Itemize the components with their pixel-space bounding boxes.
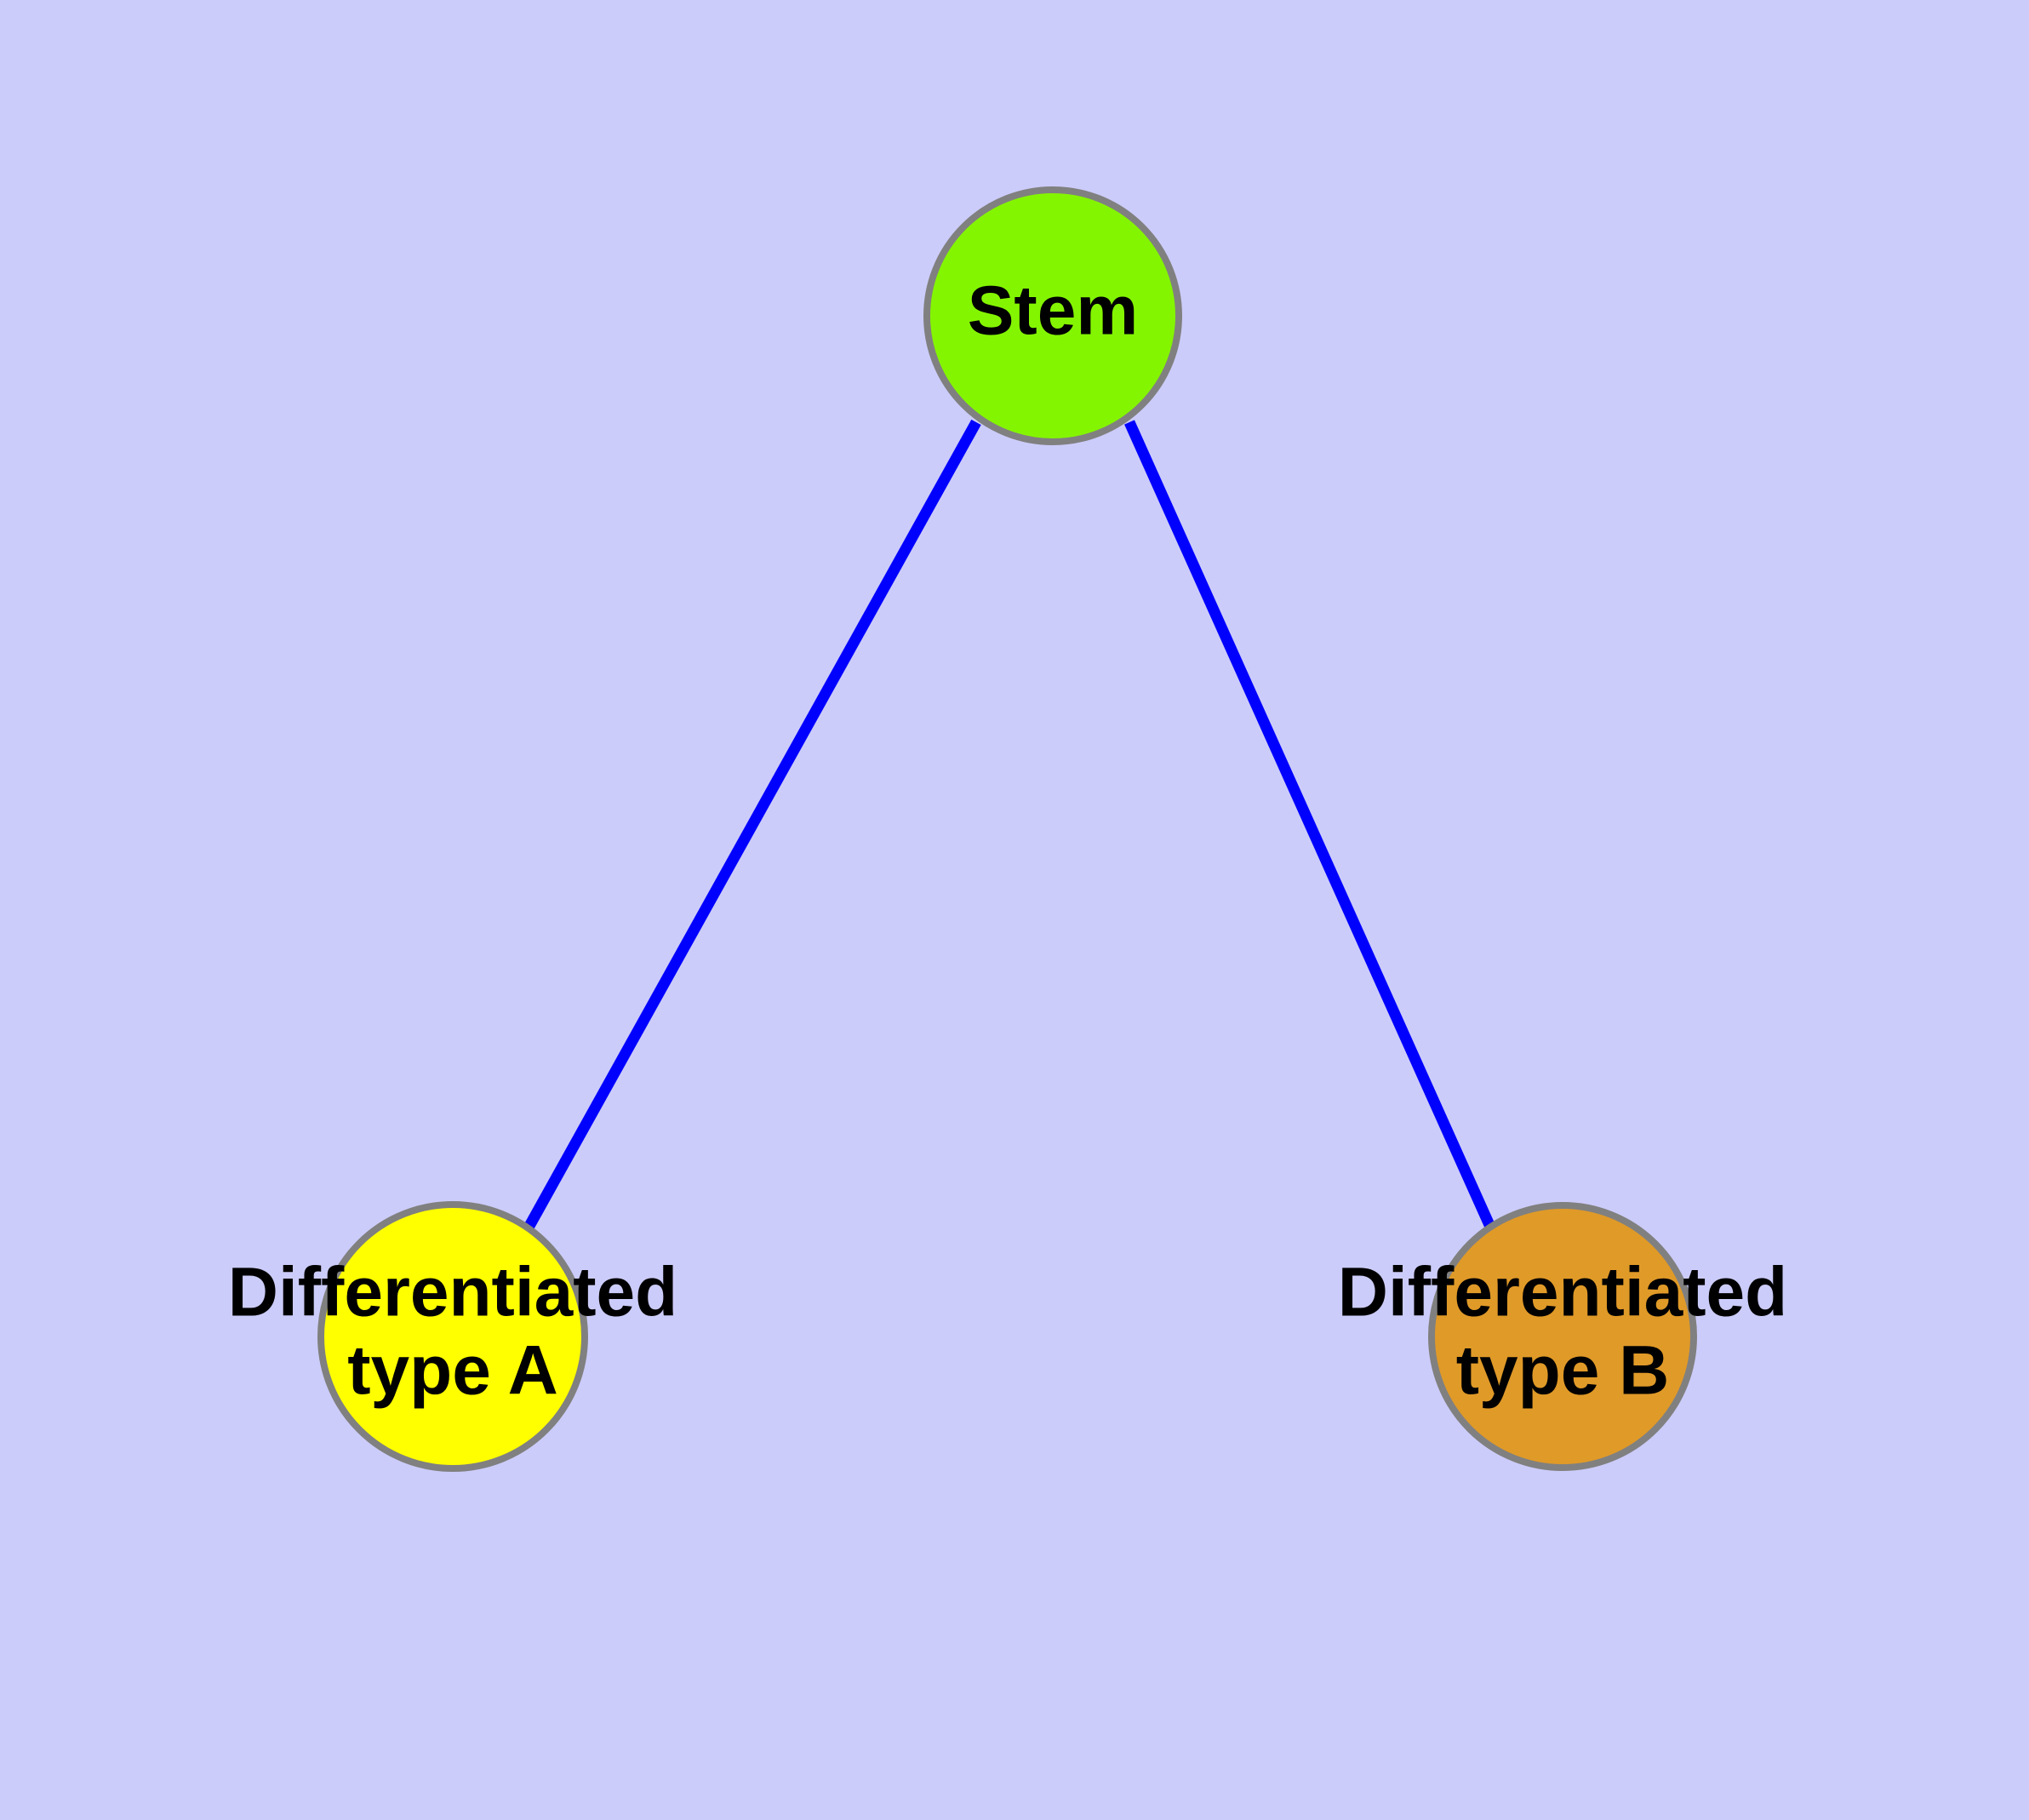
node-label-diff_a: Differentiated	[228, 1254, 678, 1331]
edges-group	[523, 419, 1495, 1231]
nodes-group	[317, 186, 1697, 1472]
node-label-diff_b: type B	[1456, 1332, 1670, 1410]
node-label-diff_b: Differentiated	[1338, 1254, 1788, 1331]
graph-edge[interactable]	[1124, 420, 1495, 1228]
graph-node-diff_b[interactable]	[1428, 1202, 1697, 1471]
node-label-diff_a: type A	[347, 1332, 558, 1410]
graph-node-diff_a[interactable]	[317, 1201, 588, 1472]
graph-node-stem[interactable]	[923, 186, 1182, 445]
graph-edge[interactable]	[523, 419, 981, 1231]
node-label-stem: Stem	[968, 272, 1139, 350]
